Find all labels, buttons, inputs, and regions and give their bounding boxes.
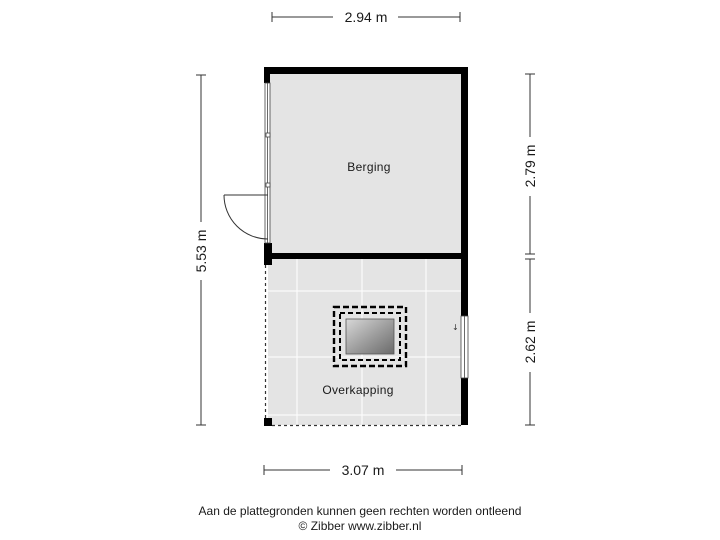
dimension-left-label: 5.53 m — [193, 230, 209, 273]
wall-right-upper — [461, 67, 468, 259]
right-glazing — [460, 315, 469, 379]
door-swing — [223, 194, 269, 240]
wall-middle — [264, 253, 468, 259]
dimension-right-upper — [525, 73, 535, 255]
overkapping-tile-grid — [268, 259, 462, 425]
wall-left-stub-top — [264, 67, 270, 83]
room-label-overkapping: Overkapping — [322, 383, 393, 397]
wall-right-lower-a — [461, 259, 468, 316]
dimension-right-lower-label: 2.62 m — [522, 321, 538, 364]
wall-top — [264, 67, 468, 74]
dimension-top — [271, 12, 461, 22]
dimension-left — [196, 74, 206, 426]
post-bottom-left — [264, 418, 272, 426]
dimension-right-upper-label: 2.79 m — [522, 145, 538, 188]
footer-copyright: © Zibber www.zibber.nl — [298, 519, 422, 533]
direction-mark: ↓ — [452, 323, 459, 332]
glazing-markers — [265, 132, 271, 188]
skylight — [332, 305, 408, 368]
room-label-berging: Berging — [347, 160, 390, 174]
berging-floor — [268, 72, 462, 255]
dimension-top-label: 2.94 m — [345, 9, 388, 25]
walls — [264, 67, 468, 426]
wall-right-lower-b — [461, 378, 468, 425]
dimension-bottom — [263, 465, 463, 475]
open-edges — [264, 265, 464, 427]
left-glazing — [264, 82, 271, 244]
dimension-bottom-label: 3.07 m — [342, 462, 385, 478]
wall-left-stub-bottom — [264, 243, 272, 265]
dimension-right-lower — [525, 258, 535, 426]
footer-disclaimer: Aan de plattegronden kunnen geen rechten… — [198, 504, 522, 518]
